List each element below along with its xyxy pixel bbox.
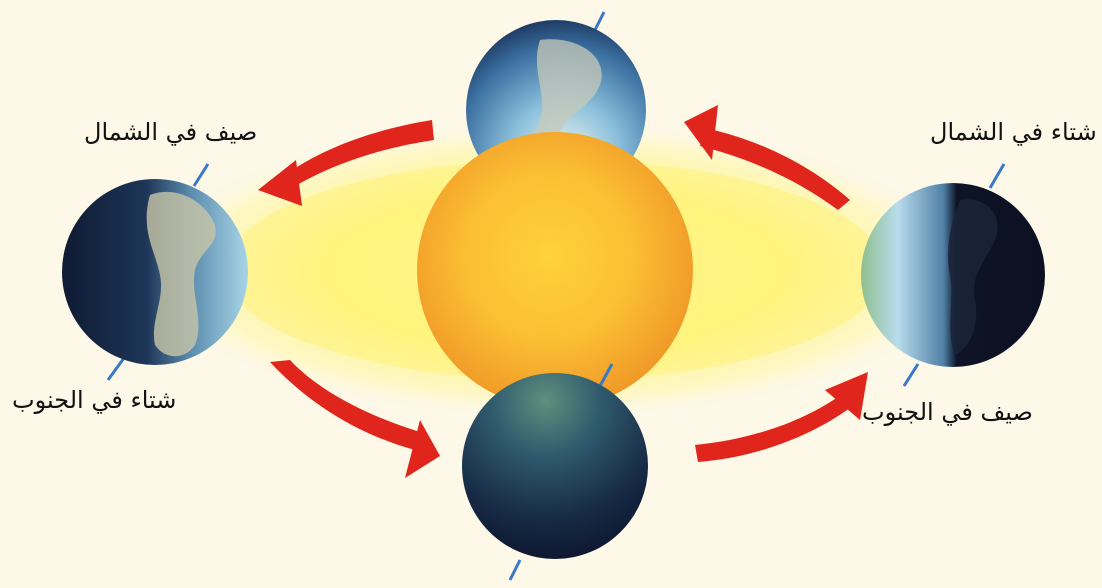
arrow-bottom-left-head xyxy=(405,420,440,478)
earth-bottom xyxy=(462,363,648,581)
arrow-bottom-right xyxy=(695,392,850,462)
arrow-top-left-head xyxy=(258,160,302,206)
axis-bottom-north xyxy=(598,363,614,387)
earth-right xyxy=(861,163,1045,387)
axis-left-south xyxy=(106,357,126,381)
label-winter-south: شتاء في الجنوب xyxy=(12,386,177,414)
axis-right-south xyxy=(902,363,920,387)
arrow-top-left xyxy=(285,120,434,188)
arrow-top-right xyxy=(700,128,850,210)
sun xyxy=(417,132,693,408)
arrow-bottom-left xyxy=(270,360,420,450)
axis-right-north xyxy=(988,163,1006,189)
arrow-top-right-head xyxy=(684,105,718,160)
label-summer-north: صيف في الشمال xyxy=(84,118,258,146)
earth-left xyxy=(62,163,248,381)
axis-bottom-south xyxy=(508,559,522,581)
label-summer-south: صيف في الجنوب xyxy=(862,398,1033,426)
orbit-arrows xyxy=(258,105,868,478)
arrow-bottom-right-head xyxy=(825,372,868,420)
axis-left-north xyxy=(192,163,210,187)
label-winter-north: شتاء في الشمال xyxy=(930,118,1097,146)
